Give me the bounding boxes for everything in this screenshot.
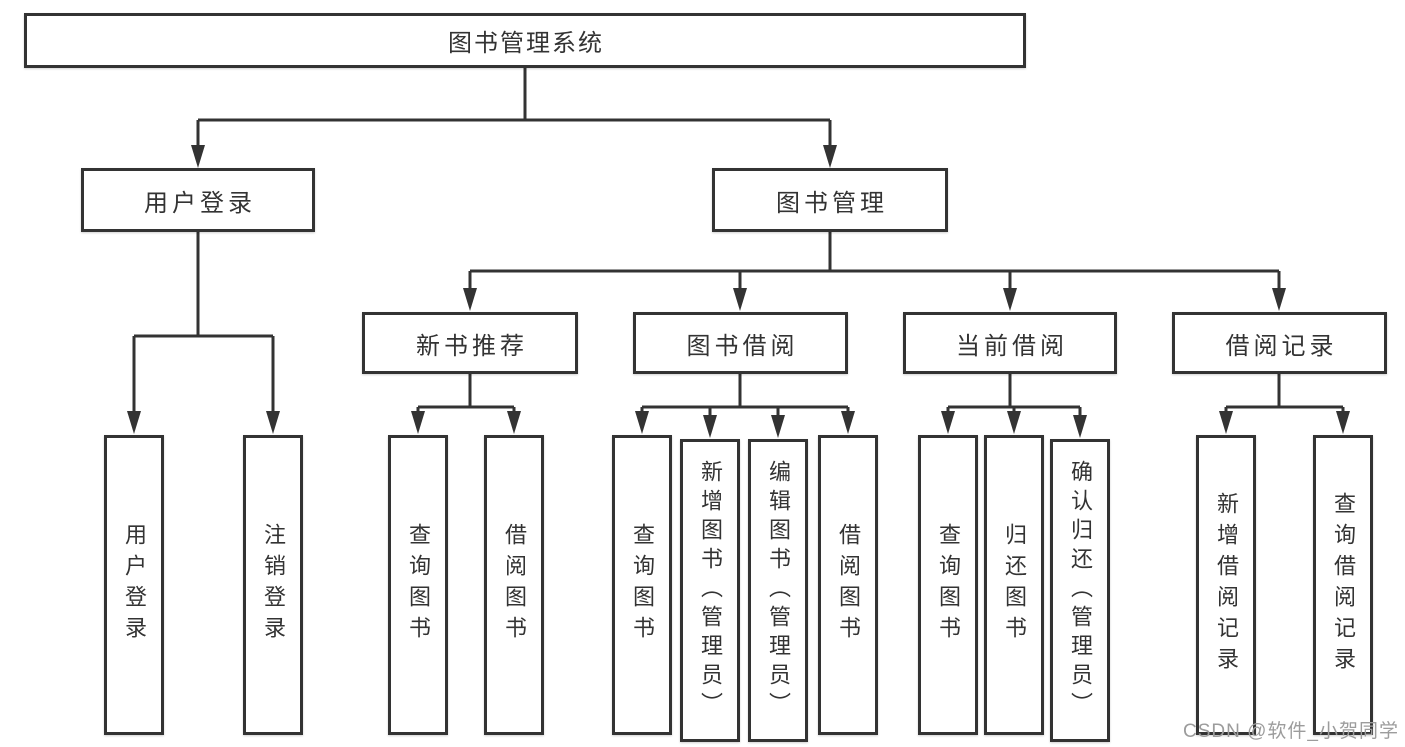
- connector-book-management-children: [463, 232, 1286, 311]
- arrowhead-icon: [463, 288, 477, 311]
- arrowhead-icon: [191, 145, 205, 168]
- leaf-query-books-recommendation: 查询图书: [388, 435, 448, 735]
- arrowhead-icon: [1272, 288, 1286, 311]
- leaf-label: 借阅图书: [502, 523, 527, 647]
- leaf-edit-book-admin: 编辑图书（管理员）: [748, 439, 808, 742]
- leaf-label: 归还图书: [1002, 523, 1027, 647]
- arrowhead-icon: [1336, 411, 1350, 434]
- node-current-borrowing: 当前借阅: [903, 312, 1117, 374]
- node-label: 图书管理系统: [448, 30, 604, 57]
- csdn-watermark: CSDN @软件_小贺同学: [1183, 721, 1399, 742]
- node-label: 用户登录: [144, 189, 256, 217]
- leaf-label: 注销登录: [261, 523, 286, 647]
- leaf-confirm-return-admin: 确认归还（管理员）: [1050, 439, 1110, 742]
- arrowhead-icon: [411, 411, 425, 434]
- connector-book-borrowing-children: [635, 374, 855, 438]
- arrowhead-icon: [266, 411, 280, 434]
- arrowhead-icon: [1219, 411, 1233, 434]
- leaf-query-books-borrowing: 查询图书: [612, 435, 672, 735]
- connector-new-book-recommendation-children: [411, 374, 521, 434]
- leaf-borrow-books-recommendation: 借阅图书: [484, 435, 544, 735]
- arrowhead-icon: [823, 145, 837, 168]
- leaf-user-login: 用户登录: [104, 435, 164, 735]
- leaf-label: 新增图书（管理员）: [698, 460, 723, 721]
- arrowhead-icon: [1073, 415, 1087, 438]
- leaf-return-books: 归还图书: [984, 435, 1044, 735]
- leaf-label: 借阅图书: [836, 523, 861, 647]
- leaf-label: 查询借阅记录: [1331, 492, 1356, 678]
- node-system-root: 图书管理系统: [24, 13, 1026, 68]
- leaf-add-borrowing-record: 新增借阅记录: [1196, 435, 1256, 735]
- arrowhead-icon: [941, 411, 955, 434]
- node-label: 当前借阅: [956, 332, 1068, 360]
- leaf-label: 查询图书: [406, 523, 431, 647]
- node-label: 图书管理: [776, 189, 888, 217]
- arrowhead-icon: [733, 288, 747, 311]
- node-book-management: 图书管理: [712, 168, 948, 232]
- leaf-query-borrowing-record: 查询借阅记录: [1313, 435, 1373, 735]
- leaf-label: 新增借阅记录: [1214, 492, 1239, 678]
- leaf-label: 确认归还（管理员）: [1068, 460, 1093, 721]
- connector-user-login-children: [127, 232, 280, 434]
- node-label: 新书推荐: [416, 332, 528, 360]
- node-user-login: 用户登录: [81, 168, 315, 232]
- node-label: 图书借阅: [686, 332, 799, 360]
- connector-root-to-level1: [191, 68, 837, 168]
- node-new-book-recommendation: 新书推荐: [362, 312, 578, 374]
- connector-current-borrowing-children: [941, 374, 1087, 438]
- leaf-query-books-current: 查询图书: [918, 435, 978, 735]
- leaf-add-book-admin: 新增图书（管理员）: [680, 439, 740, 742]
- leaf-label: 查询图书: [936, 523, 961, 647]
- node-borrowing-records: 借阅记录: [1172, 312, 1387, 374]
- arrowhead-icon: [127, 411, 141, 434]
- node-label: 借阅记录: [1225, 332, 1338, 360]
- leaf-label: 查询图书: [630, 523, 655, 647]
- leaf-label: 用户登录: [122, 523, 147, 647]
- arrowhead-icon: [1003, 288, 1017, 311]
- arrowhead-icon: [635, 411, 649, 434]
- connector-borrowing-records-children: [1219, 374, 1350, 434]
- leaf-logout: 注销登录: [243, 435, 303, 735]
- arrowhead-icon: [841, 411, 855, 434]
- leaf-borrow-books-borrowing: 借阅图书: [818, 435, 878, 735]
- leaf-label: 编辑图书（管理员）: [766, 460, 791, 721]
- arrowhead-icon: [771, 415, 785, 438]
- node-book-borrowing: 图书借阅: [633, 312, 848, 374]
- arrowhead-icon: [1007, 411, 1021, 434]
- arrowhead-icon: [703, 415, 717, 438]
- arrowhead-icon: [507, 411, 521, 434]
